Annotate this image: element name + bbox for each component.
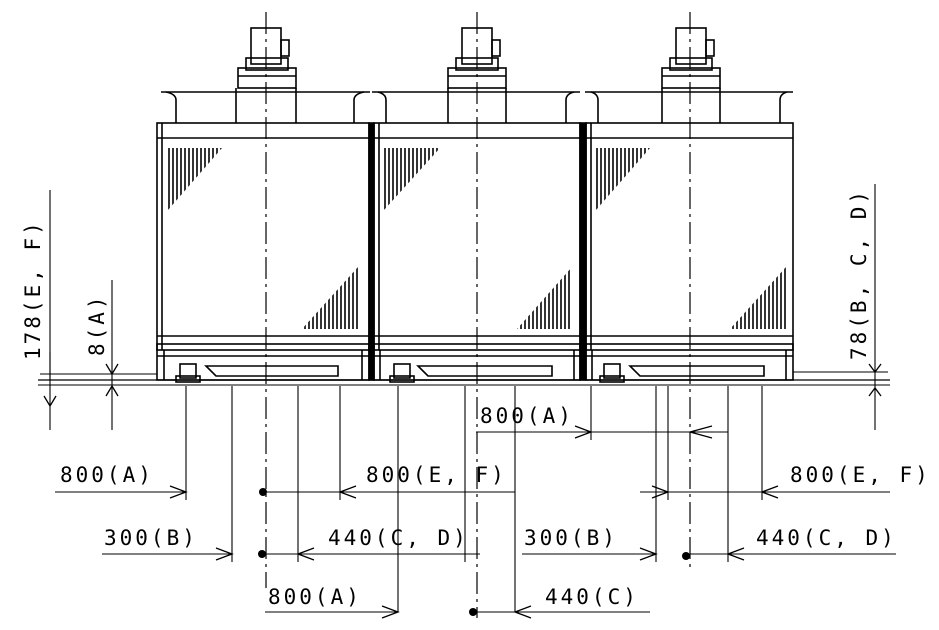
unit-3-motor	[661, 27, 721, 89]
center-dot-unit-1-upper	[259, 488, 267, 496]
unit-2	[372, 27, 581, 383]
unit-1-louver-upper	[168, 148, 222, 210]
center-dot-unit-3	[682, 552, 690, 560]
dim-label-left-300-b: 300(B)	[104, 526, 198, 550]
right-vertical-dimension	[793, 184, 888, 430]
unit-2-top-plate	[372, 88, 580, 123]
unit-3-louver-upper	[596, 148, 650, 210]
dim-label-left-800-a: 800(A)	[60, 463, 154, 487]
unit-1	[156, 27, 370, 383]
center-lines	[265, 12, 691, 618]
unit-2-louver-upper	[384, 148, 440, 210]
unit-2-louver-lower	[517, 267, 572, 329]
left-vertical-dimensions	[40, 190, 157, 430]
joint-2-3	[579, 122, 587, 381]
dim-label-left-440-cd: 440(C, D)	[328, 526, 469, 550]
dim-label-right-800-ef: 800(E, F)	[790, 463, 931, 487]
dim-label-right-300-b: 300(B)	[524, 526, 618, 550]
dim-label-right-440-cd: 440(C, D)	[756, 526, 897, 550]
dim-label-8-a: 8(A)	[85, 293, 109, 356]
dim-label-bottom-800-a: 800(A)	[268, 585, 362, 609]
unit-1-louver-lower	[302, 267, 358, 329]
unit-3-top-plate	[585, 88, 793, 123]
center-dot-unit-1-lower	[258, 550, 266, 558]
horizontal-dimension-lines	[55, 425, 896, 619]
center-dots	[258, 488, 690, 616]
center-dot-unit-2	[469, 608, 477, 616]
extension-lines	[185, 386, 763, 612]
unit-3-louver-lower	[730, 267, 786, 329]
dim-label-right-800-a: 800(A)	[480, 404, 574, 428]
unit-1-motor	[237, 27, 297, 89]
dim-label-178-ef: 178(E, F)	[21, 219, 45, 360]
unit-3	[585, 27, 794, 383]
dim-label-left-800-ef: 800(E, F)	[366, 463, 507, 487]
dim-label-78-bcd: 78(B, C, D)	[847, 188, 871, 360]
dim-label-bottom-440-c: 440(C)	[545, 585, 639, 609]
joint-1-2	[368, 122, 375, 381]
